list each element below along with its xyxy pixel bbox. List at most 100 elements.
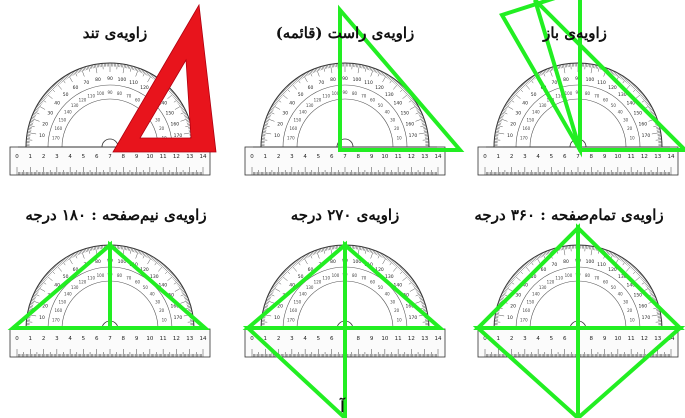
protractor-tick — [407, 275, 411, 279]
label-270-angle: زاویه‌ی ۲۷۰ درجه — [290, 206, 400, 224]
protractor-tick — [513, 92, 521, 99]
protractor-tick — [515, 90, 519, 94]
protractor-tick — [368, 66, 370, 71]
protractor-tick — [621, 258, 624, 262]
protractor-tick — [398, 84, 402, 88]
protractor-tick — [291, 263, 295, 267]
protractor-tick — [185, 307, 192, 310]
protractor-tick — [172, 93, 176, 97]
protractor-tick — [83, 249, 86, 253]
protractor-tick — [51, 86, 55, 90]
protractor-number-inner: 130 — [71, 103, 79, 108]
protractor-tick — [187, 321, 194, 323]
protractor-tick — [180, 289, 185, 292]
ruler-number: 14 — [200, 336, 207, 342]
protractor-number: 60 — [73, 85, 79, 91]
protractor-tick — [419, 115, 423, 118]
protractor-tick — [626, 261, 629, 265]
protractor-number-inner: 80 — [117, 91, 123, 96]
protractor-tick — [509, 98, 515, 103]
protractor-tick — [538, 254, 541, 259]
protractor-tick — [420, 298, 424, 301]
protractor-tick — [40, 281, 44, 285]
protractor-tick — [509, 97, 514, 100]
protractor-tick — [61, 78, 66, 84]
protractor-tick — [533, 257, 536, 261]
protractor-tick — [495, 129, 500, 131]
protractor-number-inner: 160 — [522, 126, 530, 131]
protractor-tick — [261, 139, 268, 141]
protractor-tick — [320, 248, 322, 253]
protractor-tick — [183, 294, 187, 297]
protractor-tick — [45, 92, 53, 99]
protractor-tick — [265, 119, 269, 122]
protractor-tick — [180, 300, 190, 304]
protractor-tick — [266, 116, 270, 119]
protractor-tick — [79, 250, 82, 254]
protractor-tick — [497, 122, 502, 124]
protractor-number-inner: 20 — [627, 308, 633, 313]
protractor-number-inner: 90 — [342, 90, 348, 95]
protractor-tick — [529, 260, 534, 266]
protractor-number-inner: 60 — [135, 279, 141, 284]
protractor-tick — [564, 63, 566, 68]
protractor-tick — [370, 249, 374, 259]
protractor-tick — [421, 120, 425, 123]
protractor-tick — [54, 83, 58, 87]
protractor-number: 50 — [298, 92, 304, 98]
protractor-tick — [382, 256, 388, 265]
protractor-tick — [66, 74, 69, 79]
protractor-tick — [512, 275, 516, 279]
protractor-tick — [141, 69, 144, 73]
protractor-tick — [397, 83, 401, 87]
protractor-tick — [297, 259, 301, 263]
protractor-tick — [421, 122, 426, 124]
protractor-tick — [147, 72, 150, 77]
protractor-tick — [42, 96, 46, 99]
protractor-tick — [645, 283, 649, 286]
protractor-tick — [504, 106, 508, 109]
protractor-tick — [170, 273, 174, 277]
protractor-tick — [610, 252, 613, 256]
protractor-tick — [44, 93, 48, 97]
protractor-tick — [418, 294, 422, 297]
protractor-tick — [532, 258, 535, 262]
green-triangle-straight-2 — [108, 240, 211, 330]
protractor-tick — [377, 70, 380, 74]
protractor-tick — [269, 291, 273, 294]
protractor-tick — [310, 70, 313, 74]
protractor-tick — [642, 278, 646, 281]
ruler-number: 0 — [15, 336, 19, 342]
protractor-tick — [142, 252, 146, 259]
protractor-tick — [56, 81, 60, 85]
protractor-tick — [399, 85, 403, 89]
ruler-number: 14 — [435, 336, 442, 342]
protractor-number: 20 — [277, 303, 283, 309]
protractor-tick — [504, 288, 508, 291]
protractor-tick — [127, 65, 130, 69]
protractor-tick — [632, 87, 638, 93]
protractor-tick — [30, 300, 40, 304]
protractor-number-inner: 70 — [126, 93, 132, 98]
protractor-tick — [635, 92, 643, 99]
protractor-number-inner: 10 — [630, 317, 636, 322]
protractor-tick — [167, 92, 175, 99]
protractor-tick — [58, 262, 61, 266]
protractor-tick — [648, 289, 653, 292]
protractor-tick — [646, 284, 650, 287]
protractor-tick — [510, 278, 514, 281]
protractor-tick — [395, 81, 399, 85]
protractor-tick — [380, 253, 383, 257]
protractor-tick — [317, 67, 320, 71]
protractor-tick — [263, 308, 267, 310]
protractor-tick — [88, 247, 91, 254]
protractor-number: 10 — [507, 133, 513, 139]
protractor-tick — [154, 259, 158, 263]
ruler-number: 8 — [122, 336, 126, 342]
protractor-tick — [527, 79, 530, 83]
protractor-tick — [309, 252, 313, 259]
protractor-tick — [651, 132, 661, 135]
ruler-number: 4 — [536, 154, 540, 160]
protractor-tick — [648, 107, 653, 110]
